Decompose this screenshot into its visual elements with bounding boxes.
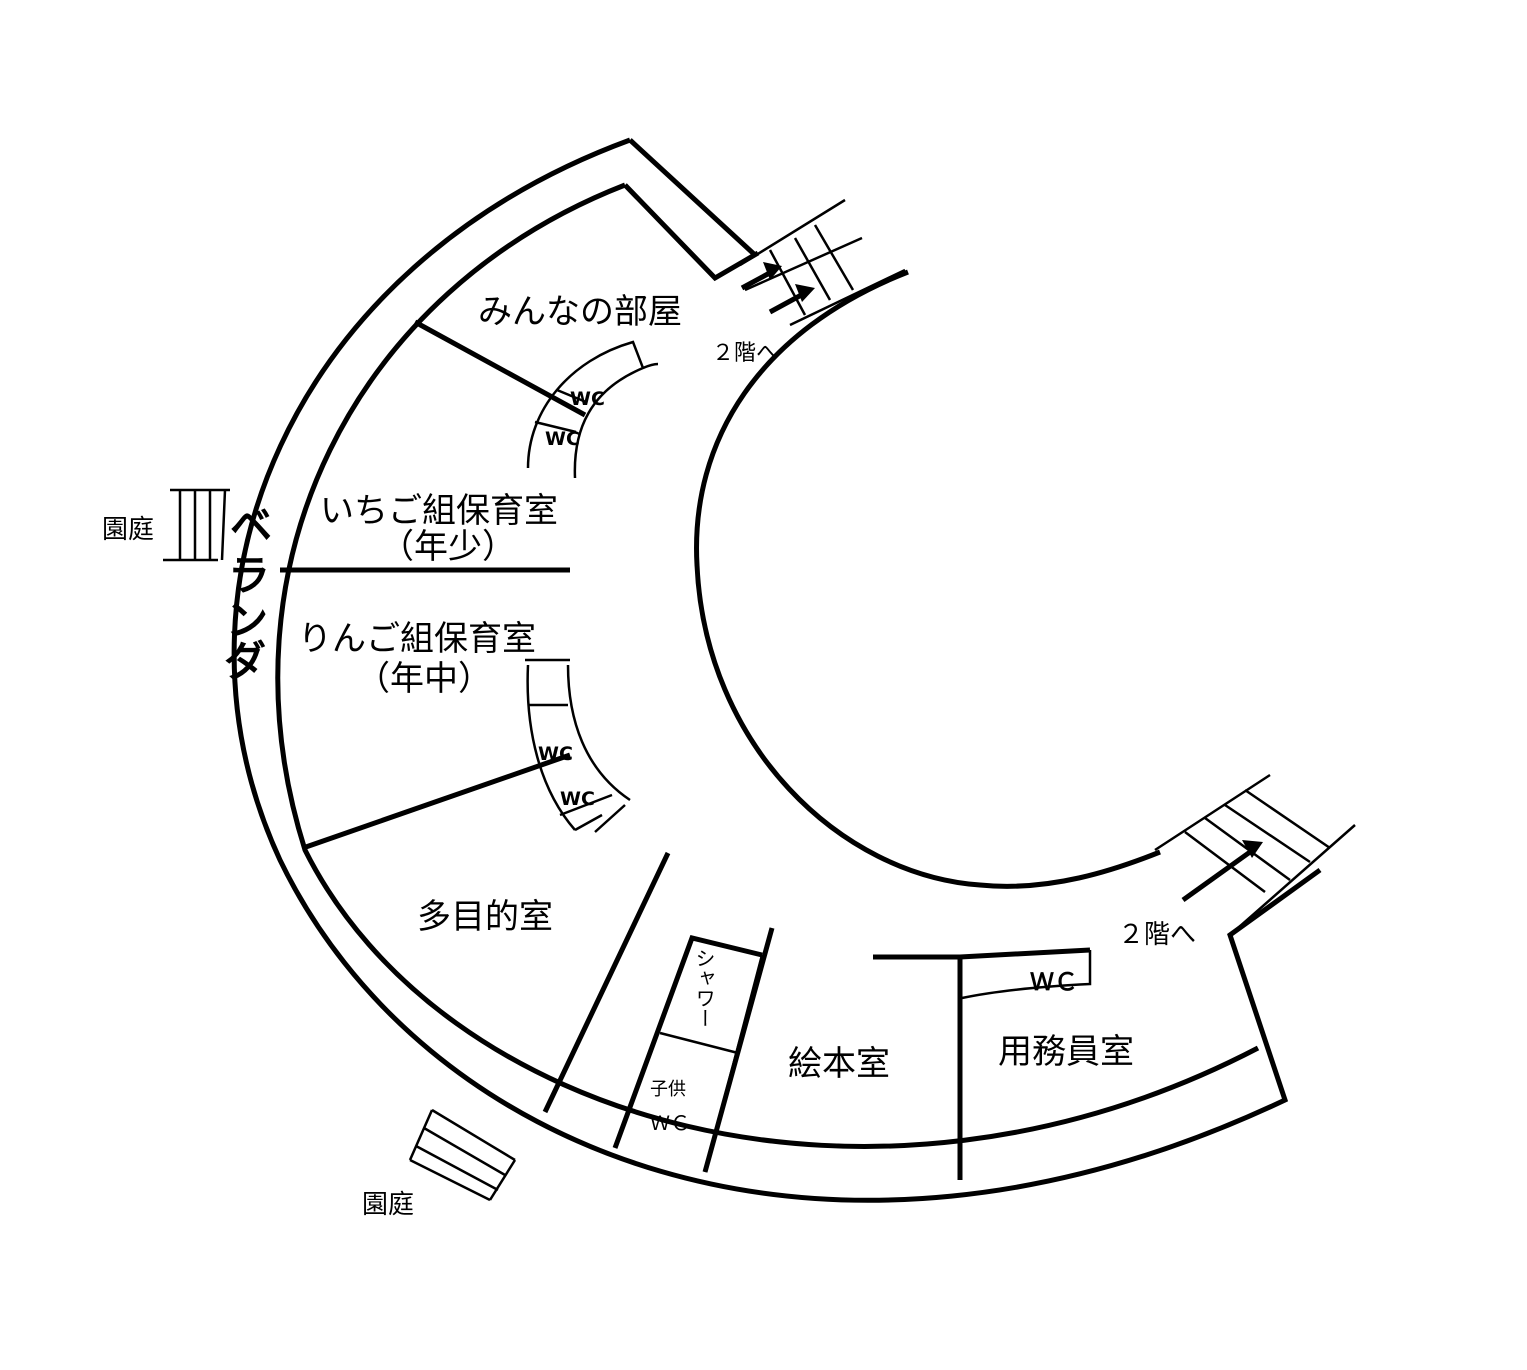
- room-ehon-label: 絵本室: [788, 1044, 890, 1084]
- veranda-inner-wall: [275, 182, 1260, 1149]
- shower-inner-wall: [703, 954, 764, 1173]
- stairs-north[interactable]: [739, 198, 906, 327]
- room-kodomo-wc-label: ＷＣ: [650, 1111, 690, 1135]
- shower-room-walls: [612, 935, 763, 1149]
- room-minna-label: みんなの部屋: [478, 292, 682, 332]
- courtyard-wall: [694, 269, 1161, 889]
- garden-steps-west: [163, 488, 230, 562]
- youmuin-wc-box: [961, 950, 1092, 1000]
- stairs-east[interactable]: [1154, 773, 1356, 936]
- outer-wall-north-jog: [628, 138, 757, 257]
- garden-steps-south: [408, 1108, 517, 1202]
- room-ichigo-label: いちご組保育室: [320, 491, 558, 531]
- veranda-label-1: ベ: [230, 501, 272, 550]
- room-ringo-sub: （年中）: [356, 659, 492, 699]
- wc-pod-west: [525, 658, 631, 833]
- wc-label-2: WC: [545, 428, 580, 450]
- room-shower-label: シャワー: [692, 948, 716, 1028]
- wc-label-1: WC: [570, 388, 605, 410]
- wc-label-5: ＷＣ: [1030, 968, 1078, 996]
- veranda-label-4: ダ: [224, 637, 266, 686]
- wc-pod-north: [526, 340, 659, 479]
- wc-label-3: WC: [538, 743, 573, 765]
- stairs-east-label: ２階へ: [1118, 920, 1196, 950]
- partition-tamokuteki-shower: [542, 851, 671, 1114]
- garden-south-label: 園庭: [362, 1190, 414, 1220]
- veranda-label-2: ラ: [228, 551, 270, 600]
- room-ichigo-sub: （年少）: [380, 527, 516, 567]
- veranda-label-3: ン: [226, 596, 268, 645]
- room-youmuin-label: 用務員室: [998, 1032, 1134, 1072]
- shower-wc-divider: [659, 1031, 739, 1055]
- partition-minna-ichigo: [413, 319, 587, 418]
- partition-ringo-tamokuteki: [302, 752, 571, 851]
- room-ringo-label: りんご組保育室: [298, 619, 536, 659]
- partition-youmuin-top: [959, 947, 1091, 960]
- outer-wall: [231, 137, 1322, 1203]
- stairs-north-label: ２階へ: [712, 341, 778, 366]
- room-kodomo-label: 子供: [650, 1079, 686, 1100]
- wc-label-4: WC: [560, 788, 595, 810]
- garden-west-label: 園庭: [102, 515, 154, 545]
- room-tamokuteki-label: 多目的室: [417, 897, 553, 937]
